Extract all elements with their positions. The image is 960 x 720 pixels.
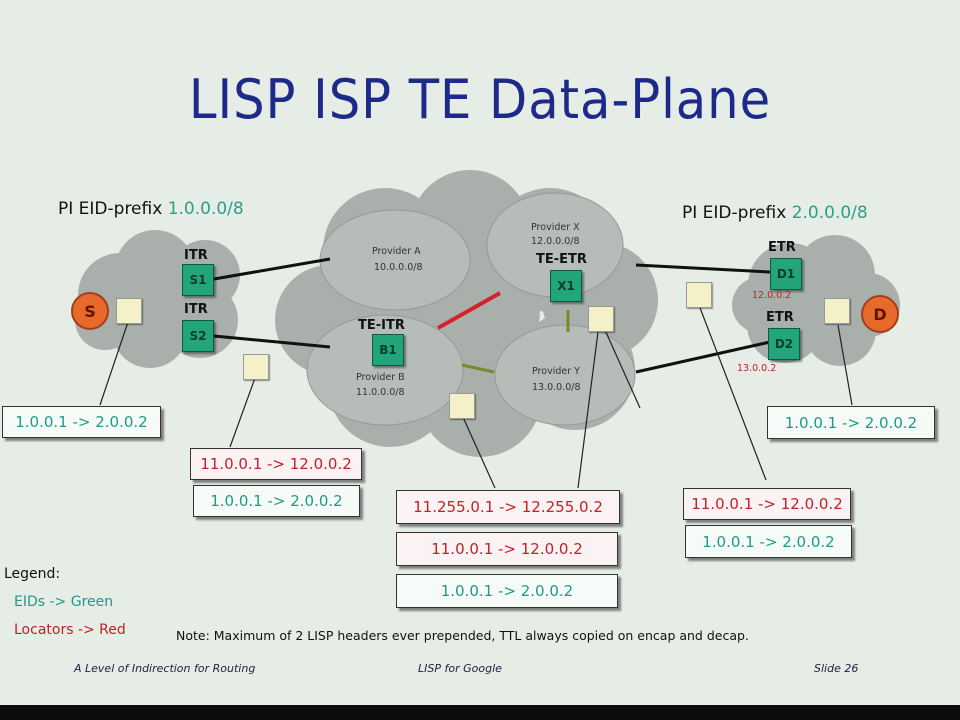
provider-y-prefix: 13.0.0.0/8 — [532, 382, 581, 393]
packet-center-outer: 11.255.0.1 -> 12.255.0.2 — [396, 490, 620, 524]
router-s2: S2 — [182, 320, 214, 352]
router-d1: D1 — [770, 258, 802, 290]
slide: LISP ISP TE Data-Plane PI EID-prefix 1.0… — [0, 0, 960, 705]
locator-link — [437, 291, 501, 330]
legend-locators: Locators -> Red — [14, 622, 126, 638]
packet-mid-left-inner: 1.0.0.1 -> 2.0.0.2 — [193, 485, 360, 517]
envelope-icon — [116, 298, 142, 324]
provider-b-name: Provider B — [356, 372, 405, 383]
router-s1: S1 — [182, 264, 214, 296]
packet-right-outer: 11.0.0.1 -> 12.0.0.2 — [683, 488, 851, 520]
envelope-icon — [824, 298, 850, 324]
router-x1: X1 — [550, 270, 582, 302]
provider-a-name: Provider A — [372, 246, 421, 257]
packet-left-inner: 1.0.0.1 -> 2.0.0.2 — [2, 406, 161, 438]
note-text: Note: Maximum of 2 LISP headers ever pre… — [176, 628, 749, 643]
left-eid-prefix-label: PI EID-prefix — [58, 199, 163, 219]
router-b1: B1 — [372, 334, 404, 366]
etr-label-1: ETR — [768, 240, 796, 255]
legend-title: Legend: — [4, 566, 61, 582]
right-eid-prefix-value: 2.0.0.0/8 — [791, 203, 868, 223]
footer-right: Slide 26 — [814, 662, 859, 675]
etr-label-2: ETR — [766, 310, 794, 325]
envelope-icon — [588, 306, 614, 332]
right-eid-prefix-label: PI EID-prefix — [682, 203, 787, 223]
inter-provider-link — [461, 363, 495, 374]
provider-b-prefix: 11.0.0.0/8 — [356, 387, 405, 398]
te-itr-label: TE-ITR — [358, 318, 405, 333]
packet-right-inner: 1.0.0.1 -> 2.0.0.2 — [685, 525, 852, 558]
callout-lines — [99, 299, 853, 489]
provider-y-name: Provider Y — [532, 366, 580, 377]
itr-label-2: ITR — [184, 302, 208, 317]
d1-locator: 12.0.0.2 — [752, 290, 792, 301]
left-eid-prefix-value: 1.0.0.0/8 — [167, 199, 244, 219]
slide-title: LISP ISP TE Data-Plane — [188, 68, 772, 131]
legend-eids: EIDs -> Green — [14, 594, 114, 610]
destination-host: D — [861, 295, 899, 333]
left-eid-prefix: PI EID-prefix 1.0.0.0/8 — [58, 199, 244, 219]
provider-x-prefix: 12.0.0.0/8 — [531, 236, 580, 247]
envelope-icon — [243, 354, 269, 380]
envelope-icon — [686, 282, 712, 308]
packet-mid-left-outer: 11.0.0.1 -> 12.0.0.2 — [190, 448, 362, 480]
packet-center-inner: 1.0.0.1 -> 2.0.0.2 — [396, 574, 618, 608]
envelope-icon — [449, 393, 475, 419]
provider-x-name: Provider X — [531, 222, 580, 233]
footer-left: A Level of Indirection for Routing — [74, 662, 256, 675]
router-d2: D2 — [768, 328, 800, 360]
itr-label-1: ITR — [184, 248, 208, 263]
provider-a-prefix: 10.0.0.0/8 — [374, 262, 423, 273]
source-host: S — [71, 292, 109, 330]
footer-center: LISP for Google — [418, 662, 502, 675]
letterbox-bar — [0, 705, 960, 720]
te-etr-label: TE-ETR — [536, 252, 587, 267]
provider-bubbles — [306, 192, 636, 426]
right-eid-prefix: PI EID-prefix 2.0.0.0/8 — [682, 203, 868, 223]
packet-far-right-inner: 1.0.0.1 -> 2.0.0.2 — [767, 406, 935, 439]
d2-locator: 13.0.0.2 — [737, 363, 777, 374]
links — [213, 257, 771, 374]
packet-center-middle: 11.0.0.1 -> 12.0.0.2 — [396, 532, 618, 566]
